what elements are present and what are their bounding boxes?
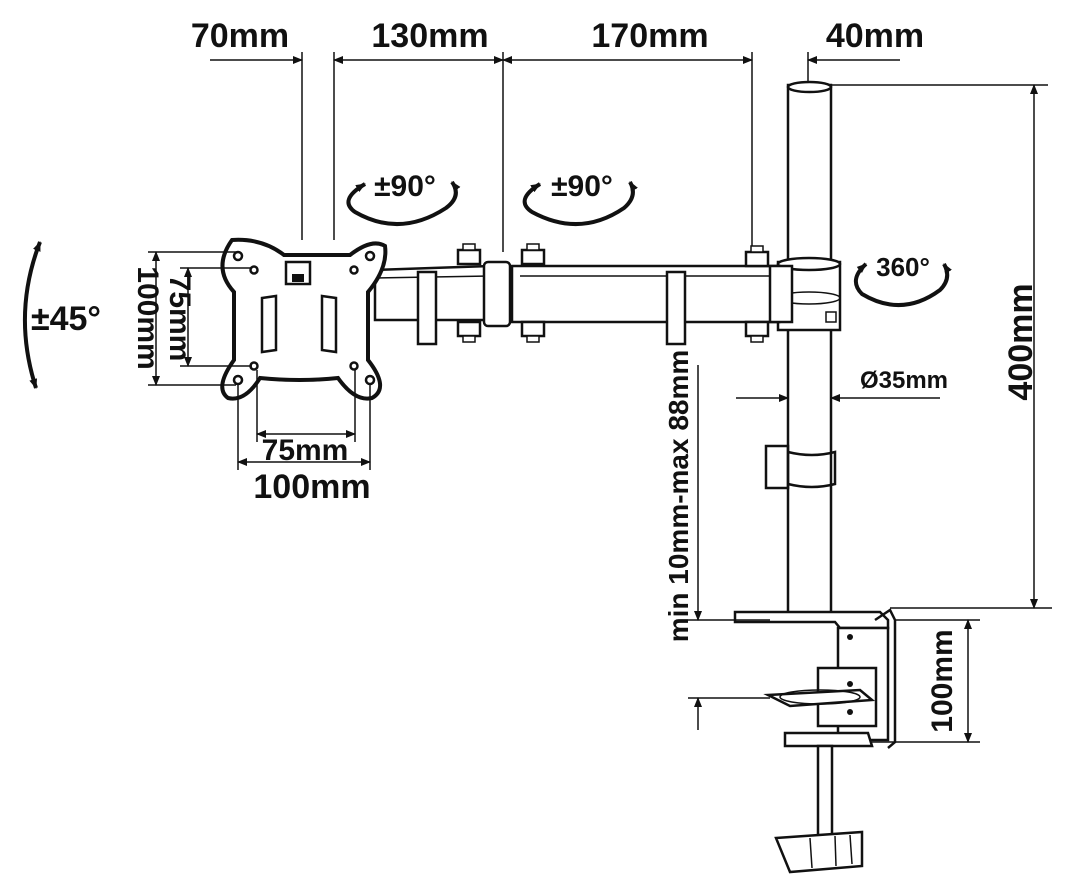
swivel-head-arrow-icon xyxy=(346,180,461,227)
dim-70mm-label: 70mm xyxy=(191,17,289,55)
pole xyxy=(764,80,842,617)
arm-segments xyxy=(373,260,794,346)
swivel-head-label: ±90° xyxy=(374,170,436,203)
vesa-dimension-lines xyxy=(148,251,371,470)
pole-rotation-arrow-icon xyxy=(854,262,952,307)
bolts xyxy=(456,243,770,343)
pole-diameter-label: Ø35mm xyxy=(860,367,948,394)
pole-height-dimension xyxy=(832,84,1052,609)
dim-170mm-label: 170mm xyxy=(591,17,708,55)
vesa-h-75mm-label: 75mm xyxy=(262,434,349,467)
clamp-depth-dimension xyxy=(872,619,980,743)
tilt-arrow-icon xyxy=(22,241,42,389)
clamp-depth-label: 100mm xyxy=(926,629,959,732)
pole-height-label: 400mm xyxy=(1002,283,1040,400)
vesa-v-75mm-label: 75mm xyxy=(163,275,196,362)
vesa-v-100mm-label: 100mm xyxy=(131,266,164,369)
swivel-arm-arrow-icon xyxy=(522,181,638,227)
vesa-plate xyxy=(220,237,388,401)
desk-thickness-dimension xyxy=(688,365,770,730)
dim-40mm-label: 40mm xyxy=(826,17,924,55)
desk-thickness-label: min 10mm-max 88mm xyxy=(663,350,694,643)
desk-clamp xyxy=(733,608,897,874)
vesa-h-100mm-label: 100mm xyxy=(253,468,370,506)
top-dimension-lines xyxy=(210,52,900,252)
swivel-arm-label: ±90° xyxy=(551,170,613,203)
dim-130mm-label: 130mm xyxy=(371,17,488,55)
tilt-label: ±45° xyxy=(31,300,101,338)
pole-rotation-label: 360° xyxy=(876,252,930,282)
